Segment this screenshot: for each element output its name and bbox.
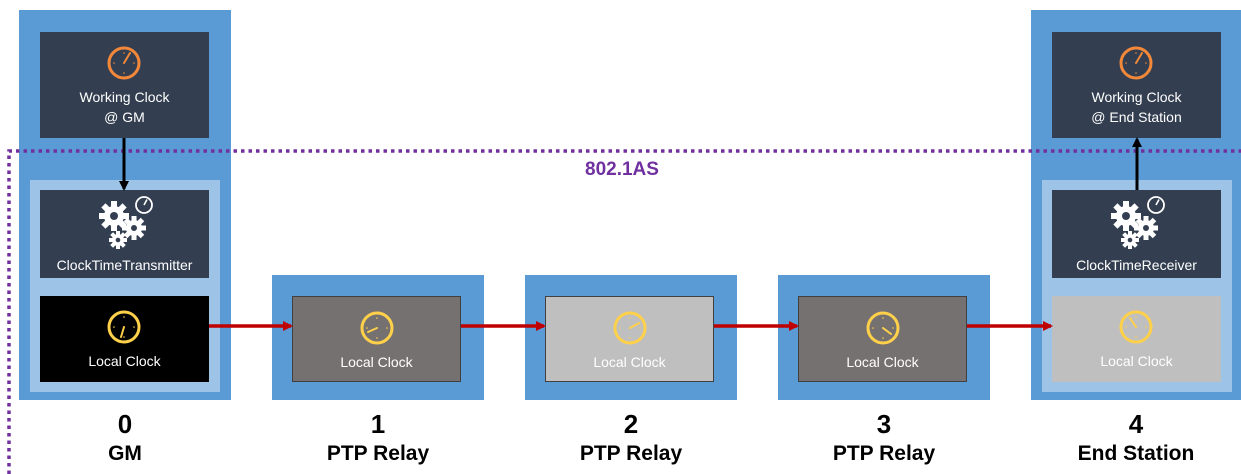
working-clock-end-station-line1: Working Clock (1091, 89, 1182, 105)
working-clock-end-station-line2: @ End Station (1091, 109, 1182, 125)
standard-label: 802.1AS (585, 159, 659, 180)
local-clock-label: Local Clock (340, 354, 413, 370)
local-clock-node-2: Local Clock (545, 296, 714, 382)
node-3-number: 3 (876, 409, 892, 439)
node-1-number: 1 (370, 409, 386, 439)
node-2-name: PTP Relay (579, 442, 683, 465)
local-clock-node-3: Local Clock (798, 296, 967, 382)
local-clock-node-0: Local Clock (40, 296, 209, 382)
working-clock-gm-line1: Working Clock (79, 89, 170, 105)
clock-time-receiver-label: ClockTimeReceiver (1076, 257, 1197, 273)
clock-icon (1119, 46, 1153, 80)
clock-time-transmitter: ClockTimeTransmitter (40, 190, 209, 278)
local-clock-label: Local Clock (1100, 353, 1173, 369)
boundary-dotted-line (7, 149, 1241, 474)
clock-icon (107, 310, 141, 344)
node-4-number: 4 (1128, 409, 1144, 439)
working-clock-gm: Working Clock @ GM (40, 32, 209, 138)
node-2-number: 2 (623, 409, 639, 439)
working-clock-gm-line2: @ GM (104, 109, 145, 125)
gears-icon (99, 196, 153, 249)
local-clock-node-1: Local Clock (292, 296, 461, 382)
clock-icon (107, 46, 141, 80)
local-clock-label: Local Clock (846, 354, 919, 370)
node-4-name: End Station (1077, 442, 1195, 465)
node-0-name: GM (108, 442, 142, 465)
node-1-name: PTP Relay (326, 442, 430, 465)
node-3-name: PTP Relay (832, 442, 936, 465)
local-clock-node-4: Local Clock (1052, 296, 1221, 382)
clock-time-receiver: ClockTimeReceiver (1052, 190, 1221, 278)
clock-icon (360, 311, 394, 345)
node-0-number: 0 (117, 409, 133, 439)
working-clock-end-station: Working Clock @ End Station (1052, 32, 1221, 138)
clock-icon (866, 311, 900, 345)
clock-icon (613, 311, 647, 345)
local-clock-label: Local Clock (88, 353, 161, 369)
clock-time-transmitter-label: ClockTimeTransmitter (56, 257, 193, 273)
gears-icon (1111, 196, 1165, 249)
local-clock-label: Local Clock (593, 354, 666, 370)
clock-icon (1119, 310, 1153, 344)
